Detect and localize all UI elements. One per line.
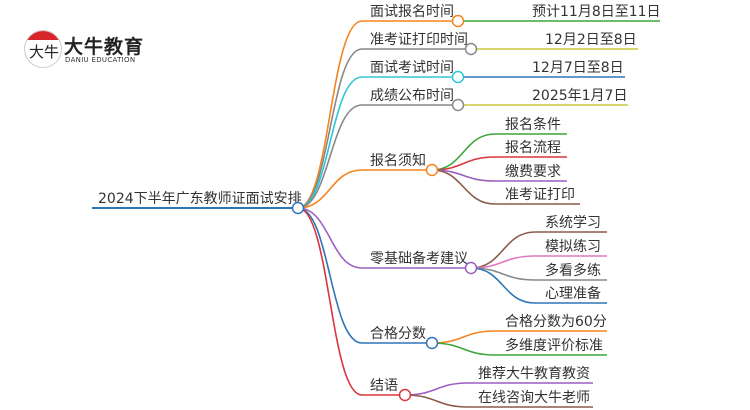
collapse-node-icon: [425, 163, 439, 177]
subtopic: 推荐大牛教育教资: [478, 366, 590, 382]
collapse-node-icon: [464, 261, 478, 275]
subtopic: 合格分数为60分: [505, 314, 607, 330]
subtopic: 预计11月8日至11日: [532, 4, 661, 20]
subtopic: 12月2日至8日: [545, 32, 637, 48]
subtopic: 心理准备: [545, 285, 601, 302]
branch-connector: [297, 76, 363, 209]
subtopic: 报名流程: [505, 140, 561, 156]
collapse-node-icon: [451, 14, 465, 28]
logo-title: 大牛教育: [64, 36, 145, 58]
subtopic-connector: [431, 133, 496, 171]
subtopic: 12月7日至8日: [532, 60, 624, 76]
branch-topic: 报名须知: [370, 152, 426, 169]
branch-connector: [297, 207, 363, 269]
subtopic: 缴费要求: [505, 164, 561, 180]
subtopic-connector: [431, 342, 496, 356]
logo-subtitle: DANIU EDUCATION: [65, 56, 136, 64]
subtopic-connector: [431, 330, 496, 344]
branch-topic: 面试报名时间: [370, 4, 454, 20]
branch-topic: 成绩公布时间: [370, 88, 454, 104]
branch-topic: 零基础备考建议: [370, 250, 468, 267]
branch-topic: 结语: [370, 378, 398, 394]
branch-topic: 准考证打印时间: [370, 31, 468, 48]
branch-connector: [297, 48, 363, 209]
subtopic: 模拟练习: [545, 239, 601, 255]
root-topic: 2024下半年广东教师证面试安排: [98, 191, 302, 207]
branch-connector: [297, 207, 363, 344]
subtopic: 报名条件: [505, 116, 561, 133]
collapse-node-icon: [398, 388, 412, 402]
collapse-node-icon: [464, 42, 478, 56]
logo-mark: 大牛: [24, 30, 62, 68]
subtopic-connector: [404, 394, 469, 408]
subtopic: 准考证打印: [505, 186, 575, 203]
subtopic-connector: [431, 169, 496, 205]
branch-topic: 面试考试时间: [370, 60, 454, 76]
subtopic-connector: [470, 267, 536, 304]
logo: 大牛 大牛教育 DANIU EDUCATION: [22, 28, 162, 72]
branch-topic: 合格分数: [370, 326, 426, 342]
branch-connector: [297, 207, 363, 396]
branch-connector: [297, 169, 363, 209]
subtopic: 2025年1月7日: [532, 88, 627, 104]
collapse-node-icon: [425, 336, 439, 350]
subtopic: 在线咨询大牛老师: [478, 390, 590, 406]
collapse-node-icon: [451, 98, 465, 112]
subtopic: 多看多练: [545, 262, 601, 279]
subtopic: 多维度评价标准: [505, 337, 603, 354]
collapse-node-icon: [451, 70, 465, 84]
subtopic: 系统学习: [545, 215, 601, 231]
branch-connector: [297, 20, 363, 209]
logo-mark-text: 大牛: [29, 43, 60, 61]
subtopic-connector: [404, 382, 469, 396]
root-node-icon: [291, 201, 305, 215]
branch-connector: [297, 104, 363, 209]
